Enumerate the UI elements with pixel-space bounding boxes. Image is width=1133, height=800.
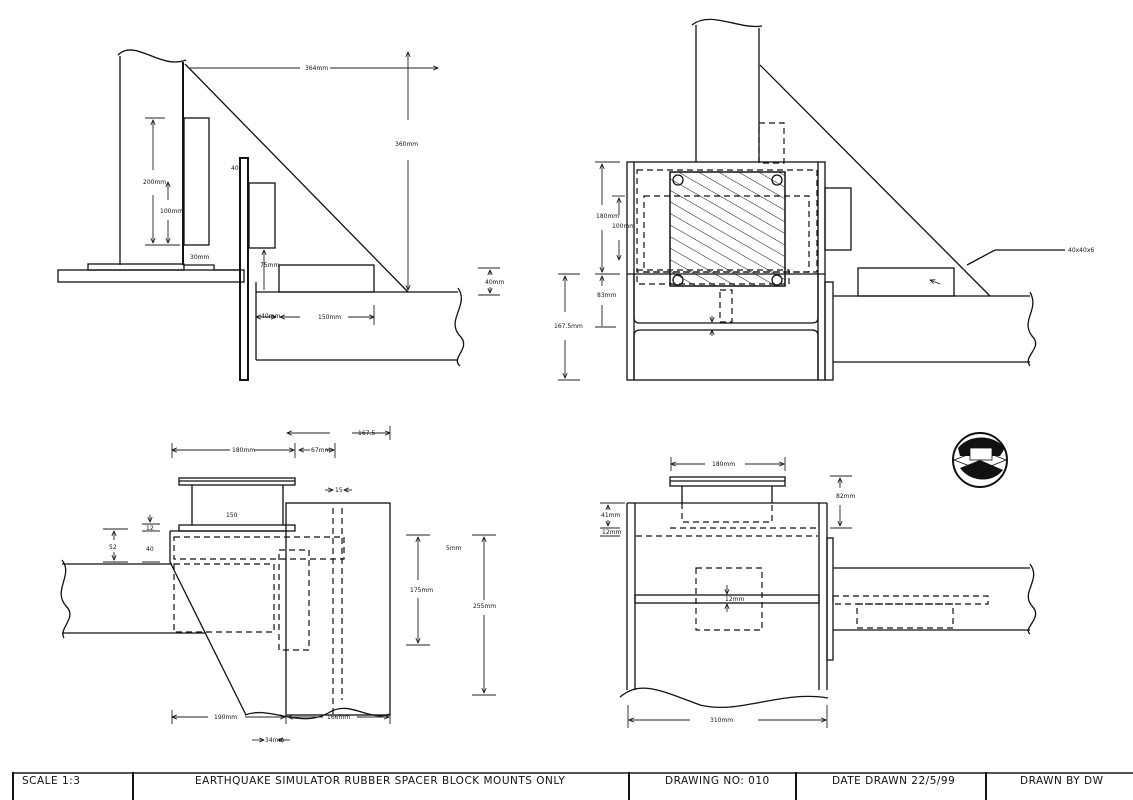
drawing-number: DRAWING NO: 010 — [665, 775, 770, 787]
dim-plate: 12 — [146, 525, 154, 532]
dim-gap-bottom: 30mm — [190, 254, 209, 261]
angle-label: 40x40x6 — [1068, 247, 1094, 254]
dim-small-gap: 5mm — [446, 545, 462, 552]
dim-inner-height: 100mm — [612, 223, 635, 230]
hatched-rubber-block — [669, 171, 786, 287]
main-frame — [626, 161, 826, 381]
dim-height: 360mm — [395, 141, 418, 148]
dim-left-height: 52 — [109, 544, 117, 551]
side-elevation-view: 364mm 360mm 200mm 100mm 30mm 40 75mm 40m… — [57, 49, 504, 381]
dim-center-gap: 12mm — [725, 596, 744, 603]
dim-plate: 12mm — [602, 529, 621, 536]
dim-bottom-right: 166mm — [327, 714, 350, 721]
date-drawn: DATE DRAWN 22/5/99 — [832, 775, 956, 787]
dim-offset: 40mm — [261, 313, 280, 320]
dim-top-span: 167.5 — [358, 430, 375, 437]
pad — [278, 264, 375, 293]
logo-text: SEISMIC — [970, 468, 991, 474]
dim-beam-depth: 40mm — [485, 279, 504, 286]
seismic-logo: SEISMIC — [952, 432, 1008, 488]
vertical-plate — [239, 157, 249, 381]
dim-bottom-width: 310mm — [710, 717, 733, 724]
dim-top-width: 180mm — [712, 461, 735, 468]
dim-top-width: 364mm — [305, 65, 328, 72]
front-elevation-view: 180mm 100mm 83mm 167.5mm 40x40x6 — [554, 18, 1094, 381]
plan-right-view: 180mm 82mm 41mm 12mm 12mm 310mm — [600, 457, 1037, 728]
dim-base-height: 167.5mm — [554, 323, 583, 330]
title-block-divider — [132, 772, 134, 800]
dim-block-upper: 100mm — [160, 208, 183, 215]
dim-width: 180mm — [232, 447, 255, 454]
title-block-border — [12, 772, 1133, 774]
dim-right-height: 82mm — [836, 493, 855, 500]
dim-lower: 83mm — [597, 292, 616, 299]
drawn-by: DRAWN BY DW — [1020, 775, 1104, 787]
dim-bottom-small: 34mm — [265, 737, 284, 744]
dim-pad-length: 150mm — [318, 314, 341, 321]
dim-bottom-left: 190mm — [214, 714, 237, 721]
diagonal-brace — [184, 63, 409, 293]
dim-right-offset: 67mm — [311, 447, 330, 454]
dim-upper: 41mm — [601, 512, 620, 519]
title-block-divider — [985, 772, 987, 800]
dim-block-height: 180mm — [596, 213, 619, 220]
rubber-block — [183, 117, 210, 246]
leader-line — [966, 249, 1065, 266]
title-block-divider — [12, 772, 14, 800]
drawing-title: EARTHQUAKE SIMULATOR RUBBER SPACER BLOCK… — [195, 775, 566, 787]
bracket-block — [248, 182, 276, 249]
dim-plate-label: 40 — [231, 165, 239, 172]
dim-inner-height: 40 — [146, 546, 154, 553]
column-break-line — [117, 49, 187, 63]
dim-total-height: 255mm — [473, 603, 496, 610]
title-block-divider — [795, 772, 797, 800]
scale-label: SCALE 1:3 — [22, 775, 81, 787]
dim-block2-gap: 75mm — [260, 262, 279, 269]
dim-block-height: 200mm — [143, 179, 166, 186]
main-column — [285, 502, 391, 716]
block-label: 150 — [226, 512, 238, 519]
base-plate — [57, 269, 245, 283]
plan-left-view: 167.5 180mm 67mm 15 52 12 40 150 175mm 5… — [60, 426, 496, 744]
dim-gap: 15 — [335, 487, 343, 494]
dim-mid-height: 175mm — [410, 587, 433, 594]
diagonal-brace-front — [759, 64, 991, 297]
center-bar — [634, 594, 820, 604]
title-block-divider — [628, 772, 630, 800]
